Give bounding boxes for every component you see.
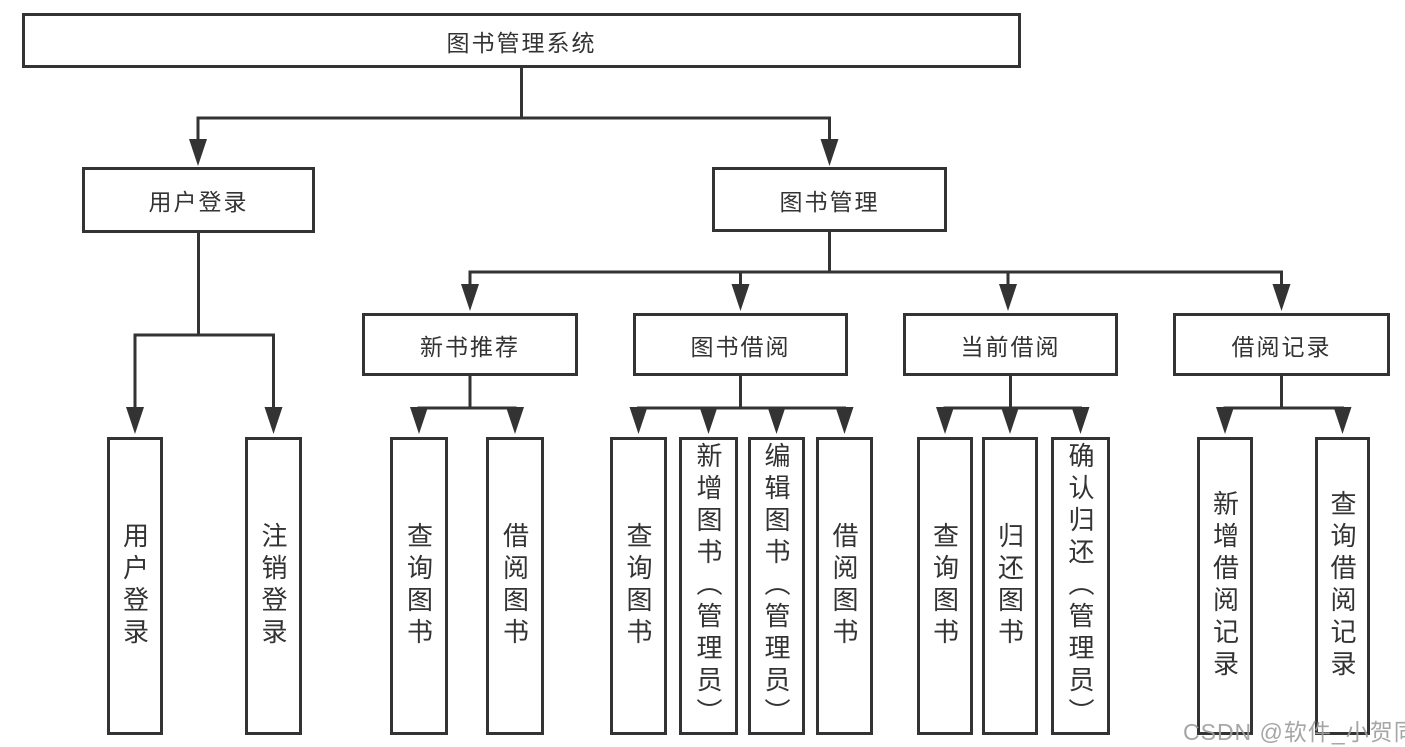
leaf-query-book-borrow: 查询图书 <box>610 437 667 735</box>
arrowheads <box>126 139 1352 434</box>
node-library-system: 图书管理系统 <box>22 13 1021 68</box>
leaf-edit-book-admin: 编辑图书（管理员） <box>748 437 805 735</box>
leaf-borrow-book-recommend: 借阅图书 <box>486 437 544 735</box>
leaf-borrow-book: 借阅图书 <box>816 437 873 735</box>
csdn-watermark: CSDN @软件_小贺同学 <box>1183 719 1405 745</box>
leaf-user-login: 用户登录 <box>107 437 163 735</box>
leaf-return-book: 归还图书 <box>982 437 1038 735</box>
node-book-borrow: 图书借阅 <box>633 313 848 376</box>
leaf-query-borrow-record: 查询借阅记录 <box>1315 437 1370 735</box>
leaf-query-book-current: 查询图书 <box>917 437 973 735</box>
leaf-confirm-return-admin: 确认归还（管理员） <box>1051 437 1110 735</box>
leaf-query-book-recommend: 查询图书 <box>390 437 448 735</box>
node-user-login: 用户登录 <box>82 167 315 233</box>
leaf-add-borrow-record: 新增借阅记录 <box>1197 437 1253 735</box>
leaf-logout: 注销登录 <box>245 437 302 735</box>
node-borrow-record: 借阅记录 <box>1173 313 1390 376</box>
node-book-management: 图书管理 <box>712 167 947 232</box>
node-current-borrow: 当前借阅 <box>903 313 1118 376</box>
node-new-book-recommend: 新书推荐 <box>362 313 578 376</box>
leaf-add-book-admin: 新增图书（管理员） <box>679 437 738 735</box>
